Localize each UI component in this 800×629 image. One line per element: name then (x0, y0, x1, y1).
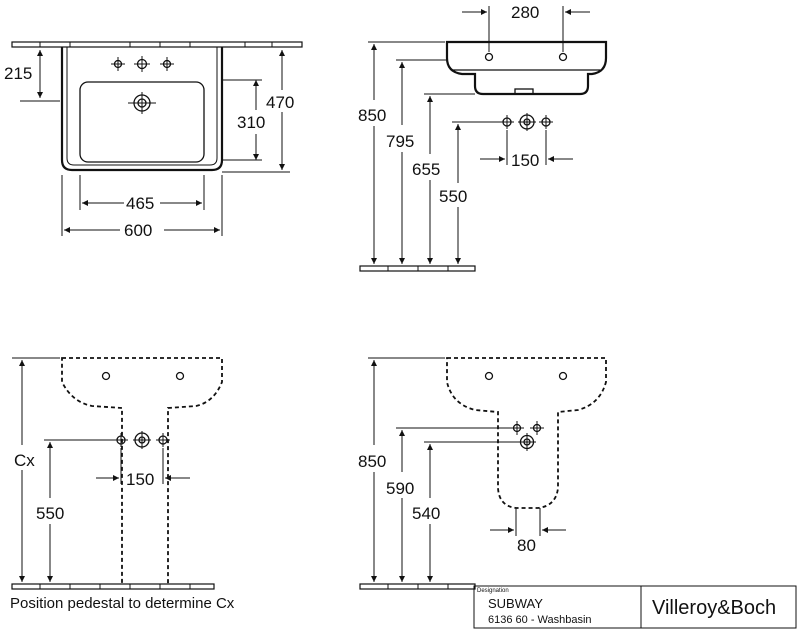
tap-holes-plan (111, 56, 174, 72)
basin-outline-plan (60, 47, 224, 172)
connection-holes-top (500, 113, 553, 131)
designation-label: Designation (477, 588, 509, 594)
dim-280: 280 (511, 3, 539, 22)
product-description: 6136 60 - Washbasin (488, 614, 592, 626)
dim-215: 215 (4, 64, 32, 83)
pedestal-note: Position pedestal to determine Cx (10, 595, 235, 612)
dim-850-top: 850 (358, 106, 386, 125)
dim-795: 795 (386, 132, 414, 151)
title-block: Designation SUBWAY 6136 60 - Washbasin V… (473, 585, 797, 629)
dim-550-top: 550 (439, 187, 467, 206)
connection-holes-semi-pedestal (510, 421, 544, 451)
dim-655: 655 (412, 160, 440, 179)
floor-front-top (359, 265, 476, 272)
basin-outline-front (445, 40, 608, 96)
dim-470: 470 (266, 93, 294, 112)
semi-pedestal-view: 850 590 540 80 (358, 357, 607, 590)
product-name: SUBWAY (488, 596, 543, 611)
dim-550-pedestal: 550 (36, 504, 64, 523)
floor-pedestal (11, 583, 215, 590)
plan-view: 215 310 470 465 600 (4, 41, 303, 240)
dim-850-bottom: 850 (358, 452, 386, 471)
bowl-plan (79, 81, 205, 163)
connection-holes-pedestal (114, 431, 170, 449)
dim-150-pedestal: 150 (126, 470, 154, 489)
wall-plan (11, 41, 303, 48)
dim-150-top: 150 (511, 151, 539, 170)
dim-600: 600 (124, 221, 152, 240)
brand-logo-text: Villeroy&Boch (652, 597, 776, 619)
dim-590: 590 (386, 479, 414, 498)
dim-465: 465 (126, 194, 154, 213)
dim-80: 80 (517, 536, 536, 555)
floor-semi-pedestal (359, 583, 476, 590)
dim-cx: Cx (14, 451, 35, 470)
dim-310: 310 (237, 113, 265, 132)
dim-540: 540 (412, 504, 440, 523)
pedestal-front-view: Cx 550 150 Position pedestal to determin… (10, 357, 235, 612)
drain-plan (128, 92, 156, 114)
front-view-wallhung: 280 850 795 655 550 (358, 3, 608, 272)
